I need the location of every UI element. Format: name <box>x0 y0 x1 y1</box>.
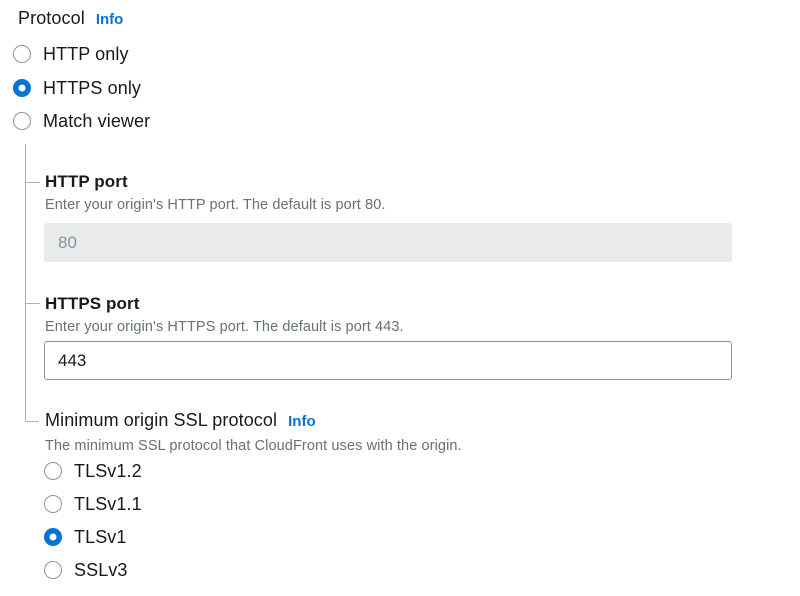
min-ssl-info-link[interactable]: Info <box>288 413 316 430</box>
radio-option-tlsv1-1[interactable]: TLSv1.1 <box>44 493 142 515</box>
radio-label-http-only[interactable]: HTTP only <box>43 43 129 64</box>
radio-label-match-viewer[interactable]: Match viewer <box>43 110 151 131</box>
radio-label-sslv3[interactable]: SSLv3 <box>74 559 128 580</box>
radio-button-http-only[interactable] <box>13 45 31 63</box>
radio-option-tlsv1-2[interactable]: TLSv1.2 <box>44 460 142 482</box>
protocol-legend: Protocol <box>18 8 85 28</box>
radio-button-tlsv1-2[interactable] <box>44 462 62 480</box>
radio-option-http-only[interactable]: HTTP only <box>13 43 129 65</box>
min-ssl-legend-row: Minimum origin SSL protocol Info <box>45 410 316 431</box>
radio-button-sslv3[interactable] <box>44 561 62 579</box>
radio-option-tlsv1[interactable]: TLSv1 <box>44 526 127 548</box>
radio-option-match-viewer[interactable]: Match viewer <box>13 110 150 132</box>
tree-connector-line <box>25 144 39 422</box>
min-ssl-legend: Minimum origin SSL protocol <box>45 410 278 430</box>
https-port-label: HTTPS port <box>45 294 140 313</box>
radio-option-sslv3[interactable]: SSLv3 <box>44 559 128 581</box>
radio-option-https-only[interactable]: HTTPS only <box>13 77 141 99</box>
tree-connector-tick-https-port <box>26 303 40 304</box>
radio-button-match-viewer[interactable] <box>13 112 31 130</box>
protocol-info-link[interactable]: Info <box>95 11 124 28</box>
min-ssl-description: The minimum SSL protocol that CloudFront… <box>45 438 462 454</box>
http-port-label: HTTP port <box>45 172 128 191</box>
https-port-input[interactable] <box>44 341 732 380</box>
radio-button-tlsv1-1[interactable] <box>44 495 62 513</box>
radio-button-https-only[interactable] <box>13 79 31 97</box>
radio-button-tlsv1[interactable] <box>44 528 62 546</box>
https-port-description: Enter your origin's HTTPS port. The defa… <box>45 319 404 335</box>
radio-label-tlsv1-2[interactable]: TLSv1.2 <box>74 460 142 481</box>
http-port-description: Enter your origin's HTTP port. The defau… <box>45 197 386 213</box>
tree-connector-tick-http-port <box>26 182 40 183</box>
radio-label-tlsv1-1[interactable]: TLSv1.1 <box>74 493 142 514</box>
radio-label-https-only[interactable]: HTTPS only <box>43 77 142 98</box>
http-port-input <box>44 223 732 262</box>
protocol-legend-row: Protocol Info <box>18 8 123 29</box>
radio-label-tlsv1[interactable]: TLSv1 <box>74 526 127 547</box>
